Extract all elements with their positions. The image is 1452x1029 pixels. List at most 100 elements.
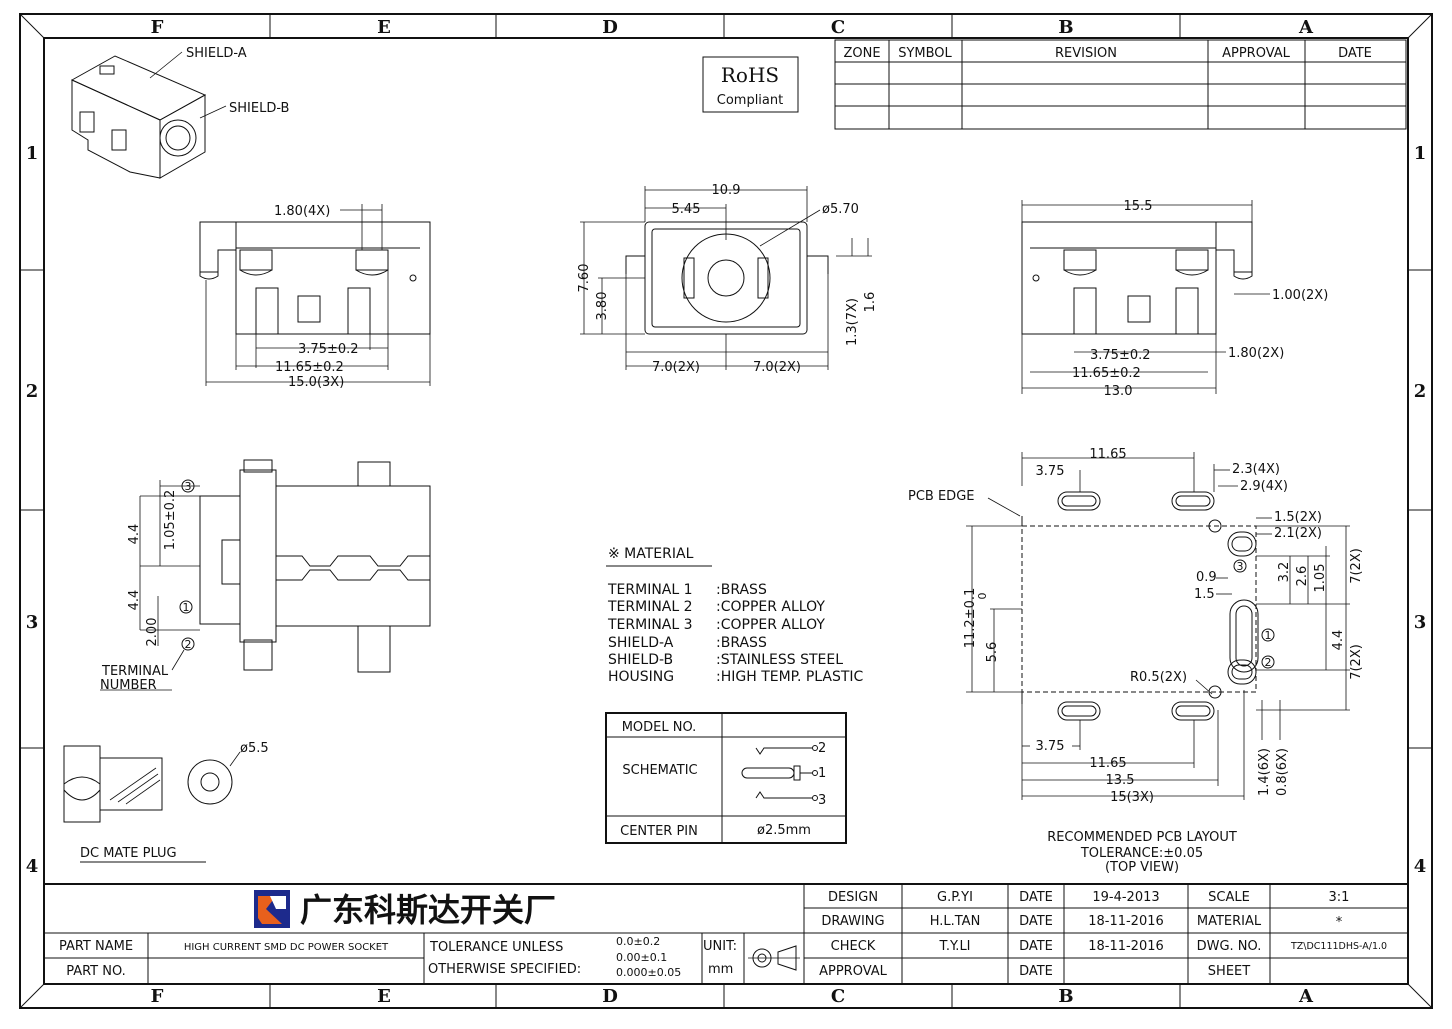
date-label: DATE bbox=[1019, 914, 1053, 929]
pcb-pin-1: 1 bbox=[1265, 629, 1272, 642]
mate-plug-view: ø5.5 DC MATE PLUG bbox=[63, 741, 269, 863]
zone-number: 3 bbox=[1414, 612, 1427, 633]
pcb-caption-tolerance: TOLERANCE:±0.05 bbox=[1080, 846, 1203, 861]
pcb-dim-09: 0.9 bbox=[1196, 570, 1217, 585]
dwg-no-label: DWG. NO. bbox=[1197, 939, 1262, 954]
dim-44b: 4.4 bbox=[127, 590, 142, 611]
zone-letter: A bbox=[1298, 986, 1314, 1007]
plug-diameter: ø5.5 bbox=[240, 741, 269, 756]
rear-view: 15.5 1.00(2X) 1.80(2X) 3.75±0.2 11.65±0.… bbox=[1021, 199, 1328, 399]
front-view: 1.80(4X) 3.75±0.2 11.65±0.2 15.0(3X) bbox=[199, 204, 431, 390]
pcb-caption-title: RECOMMENDED PCB LAYOUT bbox=[1047, 830, 1237, 845]
revision-header: ZONE bbox=[843, 46, 880, 61]
drawing-frame bbox=[19, 13, 1433, 1009]
dim-13-0: 13.0 bbox=[1104, 384, 1133, 399]
pin-2-label: 2 bbox=[185, 638, 192, 651]
zone-number: 1 bbox=[1414, 143, 1427, 164]
pcb-dim-15-2x: 1.5(2X) bbox=[1274, 510, 1322, 525]
date-drawing: 18-11-2016 bbox=[1088, 914, 1164, 929]
material-value: :HIGH TEMP. PLASTIC bbox=[716, 669, 864, 685]
zone-letter: E bbox=[377, 17, 391, 38]
pcb-dim-14-6x: 1.4(6X) bbox=[1257, 748, 1272, 796]
material-value: :BRASS bbox=[716, 635, 767, 651]
zone-letters-bottom: F E D C B A bbox=[151, 986, 1314, 1007]
zone-number: 3 bbox=[26, 612, 39, 633]
tolerance-line2: OTHERWISE SPECIFIED: bbox=[428, 962, 581, 977]
schematic-pin-label: 2 bbox=[818, 741, 826, 756]
dim-11-65: 11.65±0.2 bbox=[1072, 366, 1141, 381]
pcb-dim-1165-bot: 11.65 bbox=[1089, 756, 1126, 771]
material-part: HOUSING bbox=[608, 669, 674, 685]
revision-header: SYMBOL bbox=[898, 46, 952, 61]
pcb-dim-44: 4.4 bbox=[1331, 630, 1346, 651]
dwg-no-value: TZ\DC111DHS-A/1.0 bbox=[1290, 941, 1387, 952]
date-check: 18-11-2016 bbox=[1088, 939, 1164, 954]
schematic-symbol: 2 1 3 bbox=[741, 741, 826, 808]
pcb-dim-112-lower: 0 bbox=[976, 593, 989, 600]
dim-bore: ø5.70 bbox=[822, 202, 859, 217]
part-name-value: HIGH CURRENT SMD DC POWER SOCKET bbox=[184, 942, 389, 953]
zone-numbers-left: 1 2 3 4 bbox=[26, 143, 39, 877]
dim-height: 7.60 bbox=[577, 264, 592, 293]
schematic-label: SCHEMATIC bbox=[622, 763, 697, 778]
zone-number: 4 bbox=[26, 856, 39, 877]
material-part: SHIELD-B bbox=[608, 652, 673, 668]
zone-letters-top: F E D C B A bbox=[151, 17, 1314, 38]
pin-3-label: 3 bbox=[185, 480, 192, 493]
sheet-label: SHEET bbox=[1208, 964, 1250, 979]
revision-table: ZONE SYMBOL REVISION APPROVAL DATE bbox=[834, 39, 1407, 130]
terminal-label-line2: NUMBER bbox=[100, 678, 157, 693]
unit-value: mm bbox=[708, 962, 733, 977]
revision-header: REVISION bbox=[1055, 46, 1117, 61]
zone-number: 4 bbox=[1414, 856, 1427, 877]
date-design: 19-4-2013 bbox=[1092, 890, 1159, 905]
material-label: MATERIAL bbox=[1197, 914, 1262, 929]
tolerance-value-2: 0.00±0.1 bbox=[616, 951, 667, 964]
dim-half-width: 5.45 bbox=[672, 202, 701, 217]
rohs-title: RoHS bbox=[721, 63, 779, 87]
shield-b-label: SHIELD-B bbox=[229, 101, 289, 116]
revision-header: DATE bbox=[1338, 46, 1372, 61]
pin-1-label: 1 bbox=[183, 601, 190, 614]
pcb-edge-label: PCB EDGE bbox=[908, 489, 974, 504]
dim-15-0: 15.0(3X) bbox=[288, 375, 344, 390]
pcb-dim-29: 2.9(4X) bbox=[1240, 479, 1288, 494]
zone-number: 1 bbox=[26, 143, 39, 164]
material-value: :COPPER ALLOY bbox=[716, 617, 825, 633]
design-name: G.P.YI bbox=[937, 890, 973, 905]
schematic-pin-label: 1 bbox=[818, 766, 826, 781]
company-logo bbox=[254, 890, 290, 928]
iso-view: SHIELD-A SHIELD-B bbox=[70, 46, 289, 179]
approval-label: APPROVAL bbox=[819, 964, 888, 979]
material-value: :STAINLESS STEEL bbox=[716, 652, 843, 668]
dim-center-height: 3.80 bbox=[595, 292, 610, 321]
date-label: DATE bbox=[1019, 890, 1053, 905]
dim-pin-13: 1.3(7X) bbox=[845, 298, 860, 346]
zone-number: 2 bbox=[26, 381, 39, 402]
part-name-label: PART NAME bbox=[59, 939, 133, 954]
dim-pin-100: 1.00(2X) bbox=[1272, 288, 1328, 303]
projection-symbol-icon bbox=[748, 945, 800, 971]
scale-label: SCALE bbox=[1208, 890, 1250, 905]
tolerance-value-1: 0.0±0.2 bbox=[616, 935, 660, 948]
model-table: MODEL NO. SCHEMATIC CENTER PIN ø2.5mm 2 … bbox=[605, 712, 847, 844]
zone-letter: C bbox=[831, 17, 845, 38]
zone-letter: D bbox=[602, 986, 618, 1007]
dim-pin-16: 1.6 bbox=[863, 292, 878, 313]
pcb-dim-26: 2.6 bbox=[1295, 566, 1310, 587]
material-part: TERMINAL 2 bbox=[607, 599, 693, 615]
zone-letter: B bbox=[1058, 986, 1073, 1007]
title-block: 广东科斯达开关厂 PART NAME HIGH CURRENT SMD DC P… bbox=[44, 883, 1408, 984]
pcb-dim-15-3x: 15(3X) bbox=[1110, 790, 1154, 805]
material-title: ※ MATERIAL bbox=[608, 546, 694, 562]
zone-number: 2 bbox=[1414, 381, 1427, 402]
pcb-dim-32: 3.2 bbox=[1277, 562, 1292, 583]
center-pin-label: CENTER PIN bbox=[620, 824, 698, 839]
scale-value: 3:1 bbox=[1329, 890, 1350, 905]
dim-width: 15.5 bbox=[1124, 199, 1153, 214]
dim-105: 1.05±0.2 bbox=[163, 490, 178, 551]
pcb-dim-105: 1.05 bbox=[1313, 564, 1328, 593]
material-list: ※ MATERIAL TERMINAL 1 :BRASS TERMINAL 2 … bbox=[606, 546, 864, 685]
zone-letter: B bbox=[1058, 17, 1073, 38]
check-label: CHECK bbox=[831, 939, 876, 954]
